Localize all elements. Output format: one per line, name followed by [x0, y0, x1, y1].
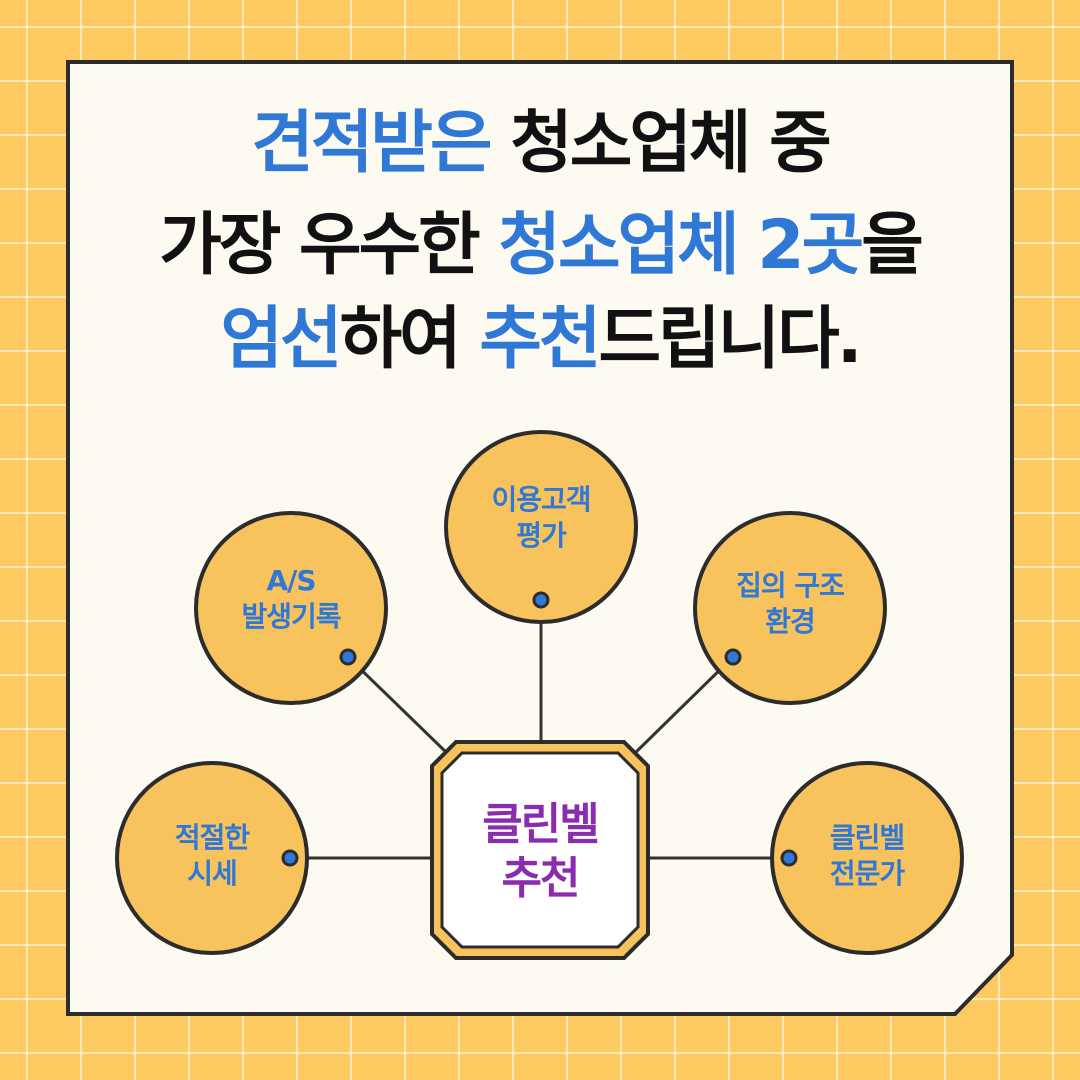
node-label-line: 집의 구조 — [736, 569, 845, 602]
node-circle-fair-price — [115, 761, 309, 955]
node-label-line: 발생기록 — [241, 600, 341, 633]
node-circle-customer-review — [444, 430, 638, 624]
center-label-line: 추천 — [501, 853, 581, 904]
headline-segment: 견적받은 — [251, 104, 492, 183]
node-label-house-structure: 집의 구조 환경 — [700, 568, 880, 640]
node-label-line: 이용고객 — [491, 483, 591, 516]
node-label-line: 적절한 — [174, 821, 250, 854]
headline-line-1: 견적받은 청소업체 중 — [68, 104, 1012, 184]
headline-segment: 추천 — [479, 300, 601, 379]
node-label-line: 전문가 — [829, 857, 905, 890]
connector-line-house-structure — [632, 655, 735, 756]
headline-segment: 청소업체 중 — [489, 104, 831, 183]
node-circle-house-structure — [693, 511, 887, 705]
headline-segment: 하여 — [339, 300, 480, 379]
connector-dot-house-structure — [724, 648, 742, 666]
node-label-as-history: A/S 발생기록 — [201, 563, 381, 635]
center-label-line: 클린벨 — [482, 799, 599, 850]
headline-segment: 청소업체 2곳 — [498, 206, 864, 285]
connector-dot-fair-price — [281, 849, 299, 867]
center-label: 클린벨 추천 — [440, 798, 640, 906]
node-label-line: 클린벨 — [829, 821, 905, 854]
headline-segment: 을 — [861, 206, 924, 285]
center-box-inner — [440, 751, 640, 949]
headline-segment: 엄선 — [220, 300, 342, 379]
connector-dot-customer-review — [532, 591, 550, 609]
node-label-line: A/S — [266, 564, 316, 597]
connector-dot-as-history — [339, 648, 357, 666]
node-label-line: 시세 — [187, 857, 238, 890]
node-label-expert: 클린벨 전문가 — [777, 820, 957, 892]
connector-dot-expert — [780, 849, 798, 867]
headline-line-2: 가장 우수한 청소업체 2곳을 — [68, 206, 1012, 286]
headline-segment: 가장 우수한 — [159, 206, 499, 285]
node-circle-expert — [770, 761, 964, 955]
node-label-line: 환경 — [765, 605, 816, 638]
node-circle-as-history — [194, 511, 388, 705]
node-label-fair-price: 적절한 시세 — [122, 820, 302, 892]
node-label-customer-review: 이용고객 평가 — [451, 482, 631, 554]
node-label-line: 평가 — [516, 519, 567, 552]
headline-line-3: 엄선하여 추천드립니다. — [68, 300, 1012, 380]
headline-segment: 드립니다. — [598, 300, 862, 379]
connector-line-as-history — [346, 655, 450, 756]
